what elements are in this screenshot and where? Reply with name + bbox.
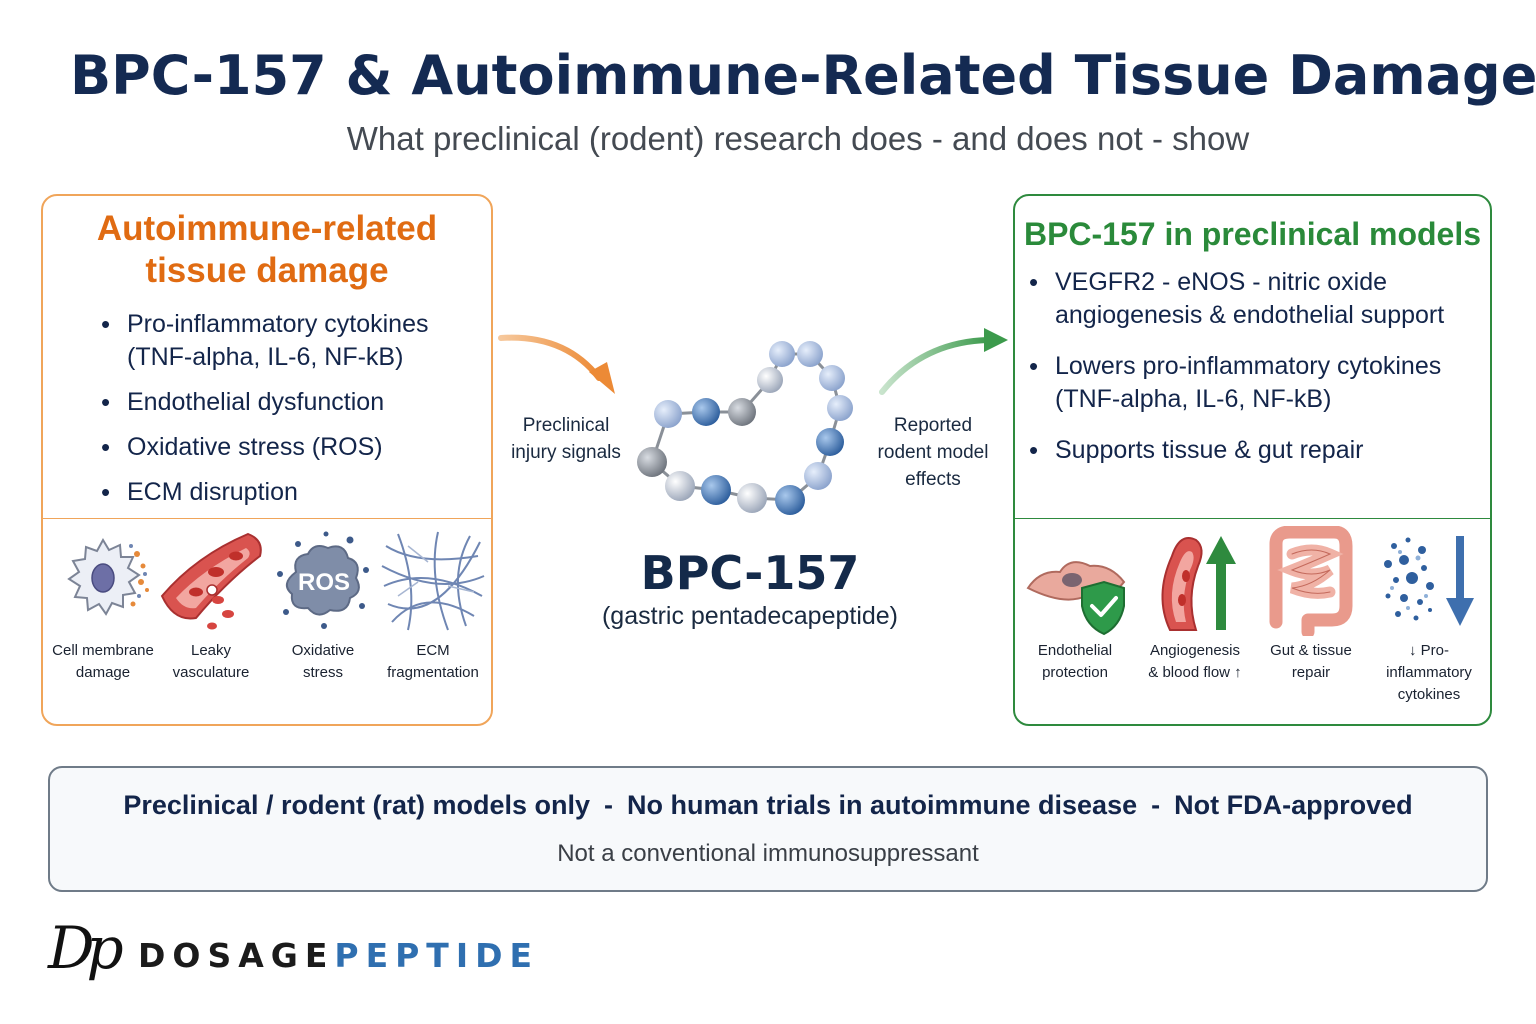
bullet-cytokines: Pro-inflammatory cytokines (TNF-alpha, I… (101, 308, 491, 374)
disclaimer-main: Preclinical / rodent (rat) models only-N… (50, 790, 1486, 821)
right-panel-heading: BPC-157 in preclinical models (1023, 216, 1482, 252)
bullet-oxidative: Oxidative stress (ROS) (101, 431, 491, 464)
bullet-tissue-repair: Supports tissue & gut repair (1029, 434, 1490, 467)
brand-mark: Dp (48, 914, 124, 982)
ecm-fibers-icon (381, 531, 485, 631)
ros-badge-text: ROS (298, 569, 350, 596)
disclaimer-no-human-trials: No human trials in autoimmune disease (626, 790, 1138, 820)
disclaimer-separator: - (1151, 790, 1161, 820)
intestine-icon (1269, 526, 1353, 636)
leaky-vessel-icon (160, 532, 262, 630)
icon-label-angiogenesis: Angiogenesis& blood flow ↑ (1148, 642, 1242, 681)
preclinical-models-panel: BPC-157 in preclinical models VEGFR2 - e… (1013, 194, 1492, 726)
peptide-chain-icon (637, 341, 853, 515)
cytokines-down-icon (1384, 536, 1474, 626)
bullet-vegfr2: VEGFR2 - eNOS - nitric oxideangiogenesis… (1029, 266, 1490, 332)
ros-cloud-icon: ROS (277, 531, 369, 629)
damage-bullet-list: Pro-inflammatory cytokines (TNF-alpha, I… (101, 308, 491, 509)
brand-logo: Dp DOSAGEPEPTIDE (48, 914, 568, 994)
effects-bullet-list: VEGFR2 - eNOS - nitric oxideangiogenesis… (1029, 266, 1490, 467)
brand-wordmark: DOSAGEPEPTIDE (138, 936, 540, 975)
left-panel-divider (43, 518, 491, 519)
compound-description: (gastric pentadecapeptide) (601, 602, 899, 630)
right-panel-divider (1015, 518, 1490, 519)
disclaimer-separator: - (603, 790, 613, 820)
cell-membrane-icon (67, 537, 149, 616)
disclaimer-box: Preclinical / rodent (rat) models only-N… (48, 766, 1488, 892)
blood-vessel-up-icon (1161, 536, 1236, 631)
bullet-endothelial: Endothelial dysfunction (101, 386, 491, 419)
injury-arrow (498, 334, 615, 394)
bullet-ecm: ECM disruption (101, 476, 491, 509)
autoimmune-damage-panel: Autoimmune-related tissue damage Pro-inf… (41, 194, 493, 726)
page-subtitle: What preclinical (rodent) research does … (346, 120, 1250, 157)
disclaimer-not-fda: Not FDA-approved (1174, 790, 1413, 820)
endothelial-shield-icon (1026, 561, 1126, 636)
left-panel-heading: Autoimmune-related tissue damage (96, 209, 438, 290)
effects-arrow (879, 328, 1008, 395)
bullet-lower-cytokines: Lowers pro-inflammatory cytokines(TNF-al… (1029, 350, 1490, 416)
disclaimer-rodent-only: Preclinical / rodent (rat) models only (123, 790, 590, 820)
icon-cell-angiogenesis: Angiogenesis& blood flow ↑ (1135, 526, 1255, 684)
compound-name: BPC-157 (640, 546, 860, 600)
page-title: BPC-157 & Autoimmune-Related Tissue Dama… (70, 44, 1536, 107)
disclaimer-sub: Not a conventional immunosuppressant (557, 840, 979, 867)
